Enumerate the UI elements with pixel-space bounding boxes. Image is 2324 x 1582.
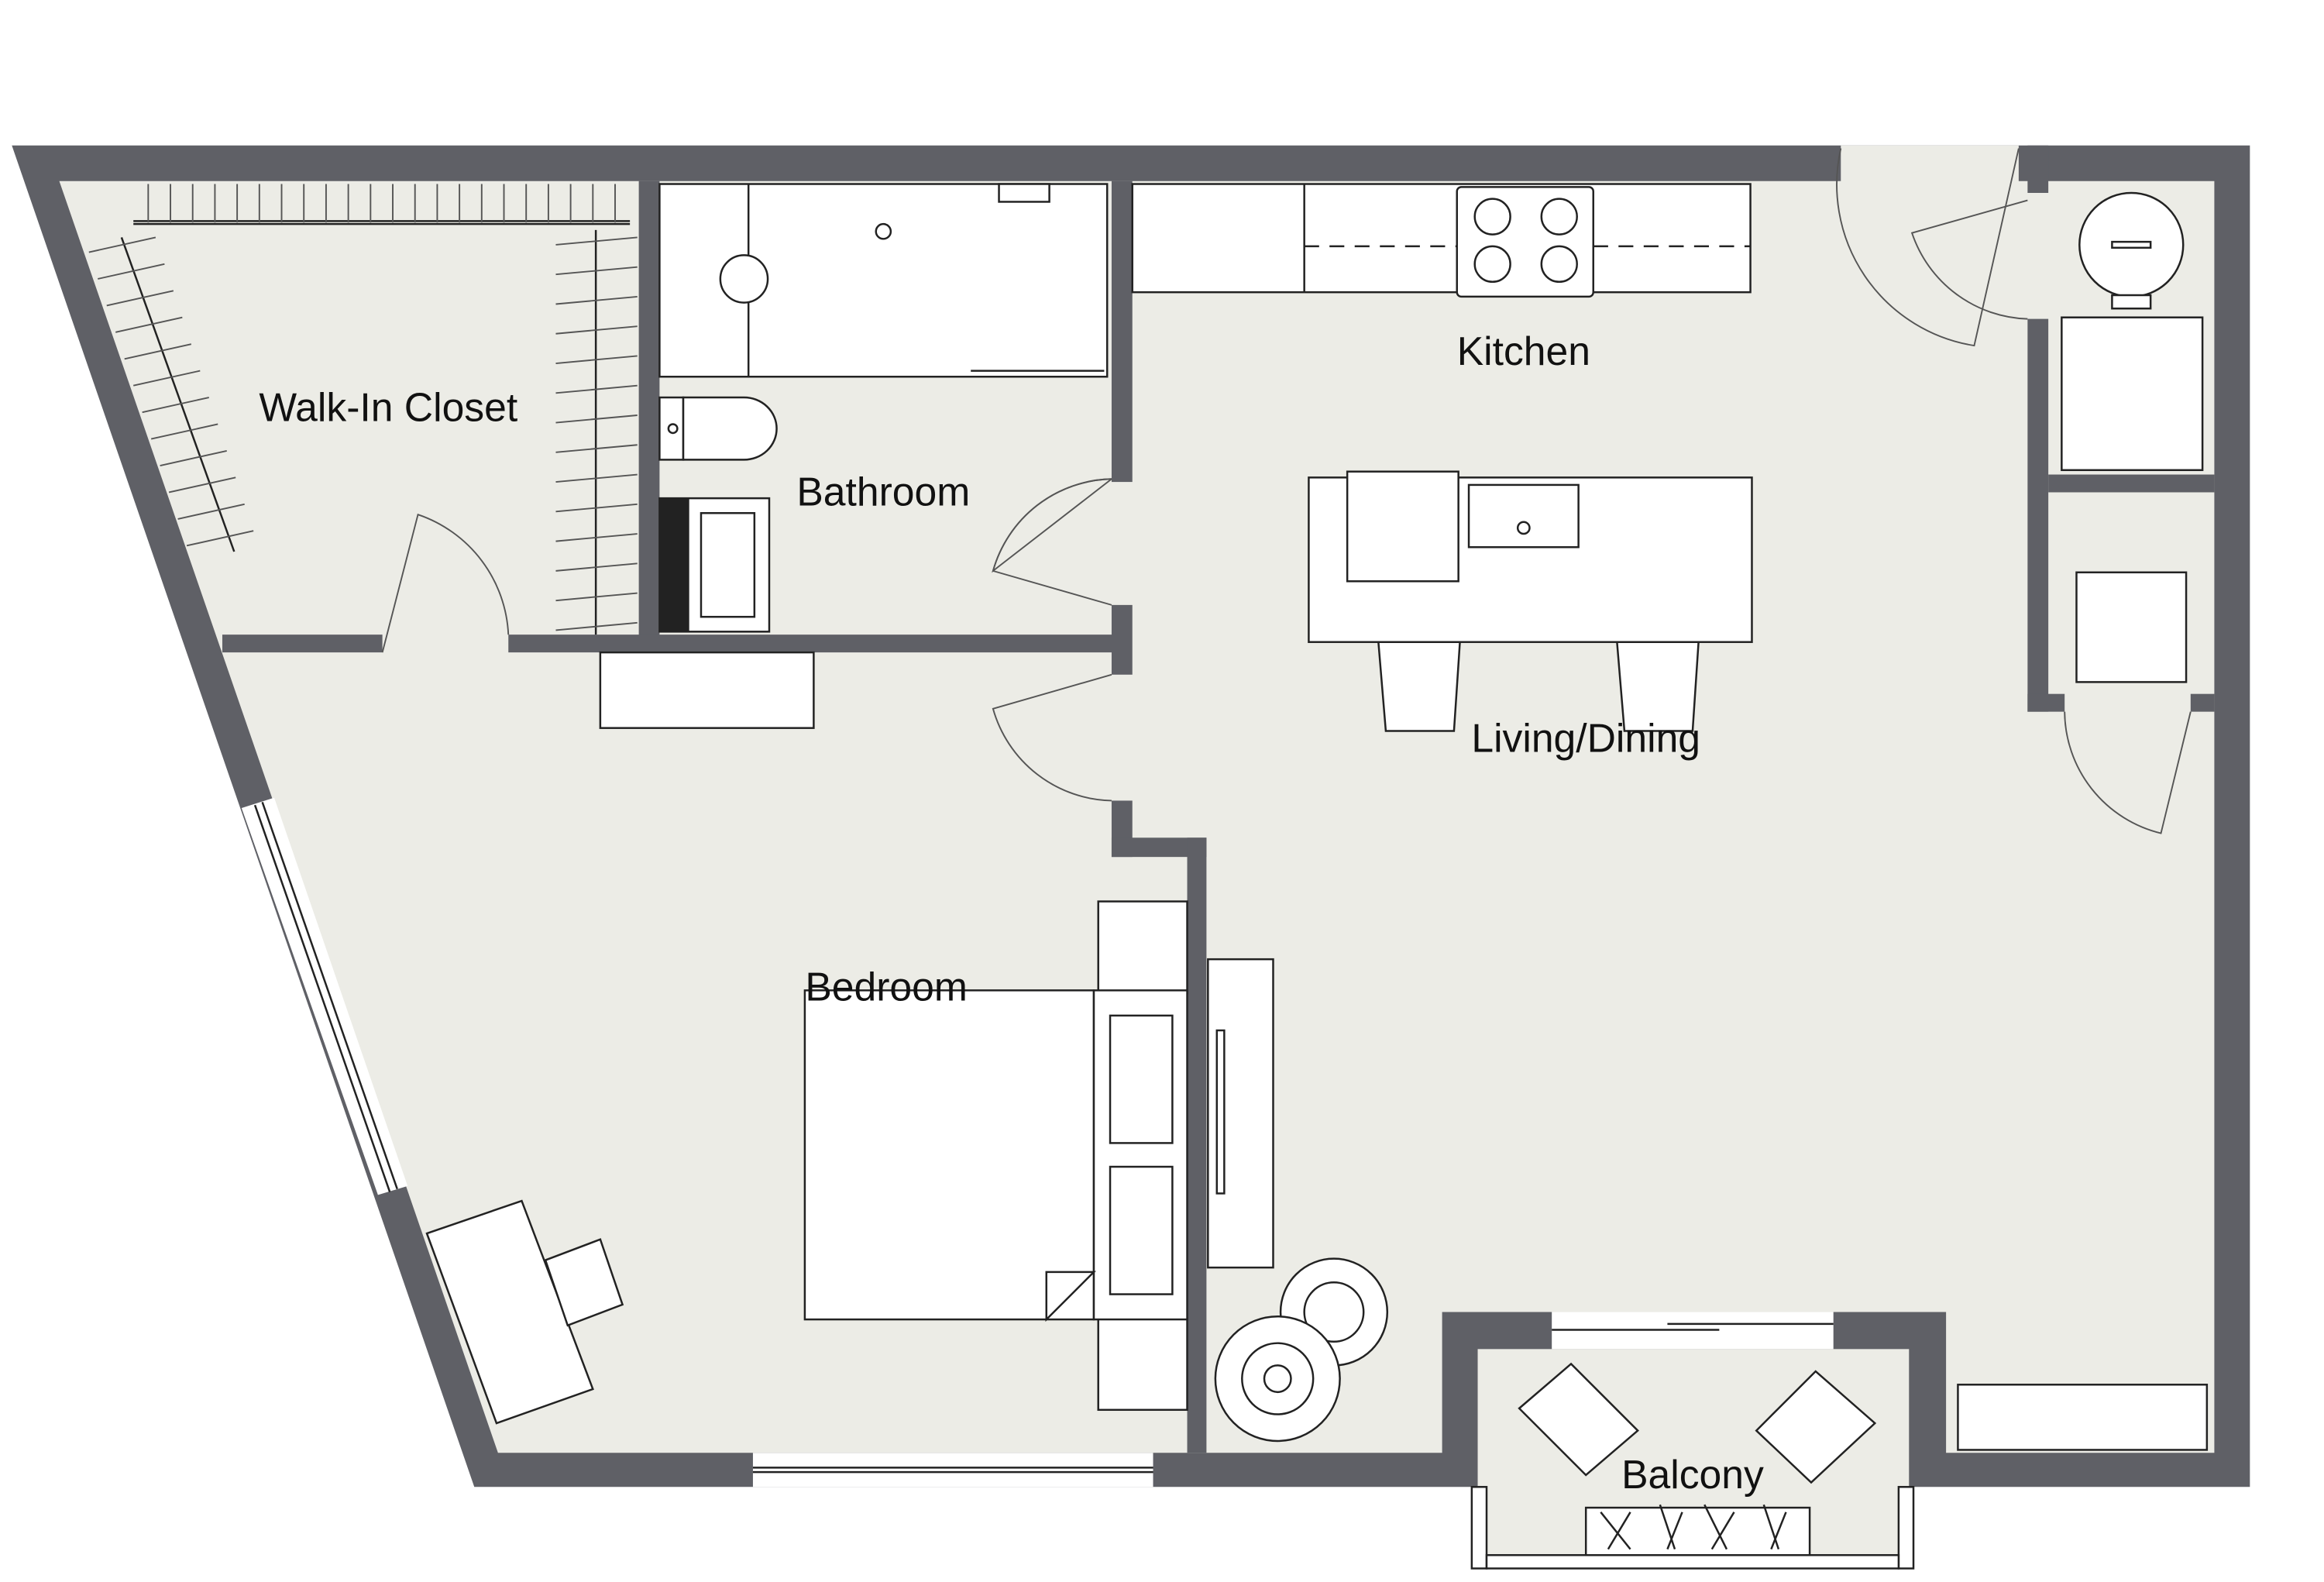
tv-console bbox=[1207, 958, 1274, 1269]
bathtub bbox=[658, 183, 1109, 378]
window-bottom bbox=[752, 1453, 1153, 1487]
desk bbox=[425, 1199, 624, 1425]
sink-vanity bbox=[658, 497, 771, 633]
bed bbox=[803, 900, 1188, 1412]
closet-rods bbox=[88, 184, 638, 635]
dresser bbox=[599, 651, 815, 729]
label-kitchen: Kitchen bbox=[1457, 328, 1590, 373]
washer bbox=[2061, 316, 2204, 472]
kitchen-counter bbox=[1131, 183, 1752, 294]
window-left bbox=[241, 797, 408, 1195]
balcony-planter bbox=[1584, 1504, 1811, 1556]
balcony-chairs bbox=[1518, 1362, 1877, 1484]
kitchen-island bbox=[1308, 470, 1753, 732]
interior-walls bbox=[222, 145, 2215, 1453]
toilet bbox=[658, 396, 778, 461]
water-heater bbox=[2078, 191, 2185, 310]
plant bbox=[1214, 1257, 1389, 1443]
label-balcony: Balcony bbox=[1621, 1452, 1764, 1497]
balcony-door bbox=[1552, 1312, 1834, 1350]
stove bbox=[1456, 186, 1595, 298]
doors bbox=[381, 148, 2192, 834]
label-walk-in-closet: Walk-In Closet bbox=[259, 385, 517, 430]
dryer bbox=[2075, 571, 2188, 683]
label-bedroom: Bedroom bbox=[805, 965, 968, 1009]
label-bathroom: Bathroom bbox=[796, 469, 970, 514]
label-living-dining: Living/Dining bbox=[1471, 715, 1700, 760]
entry-door-opening bbox=[1841, 145, 2019, 184]
cabinet bbox=[1957, 1384, 2209, 1451]
